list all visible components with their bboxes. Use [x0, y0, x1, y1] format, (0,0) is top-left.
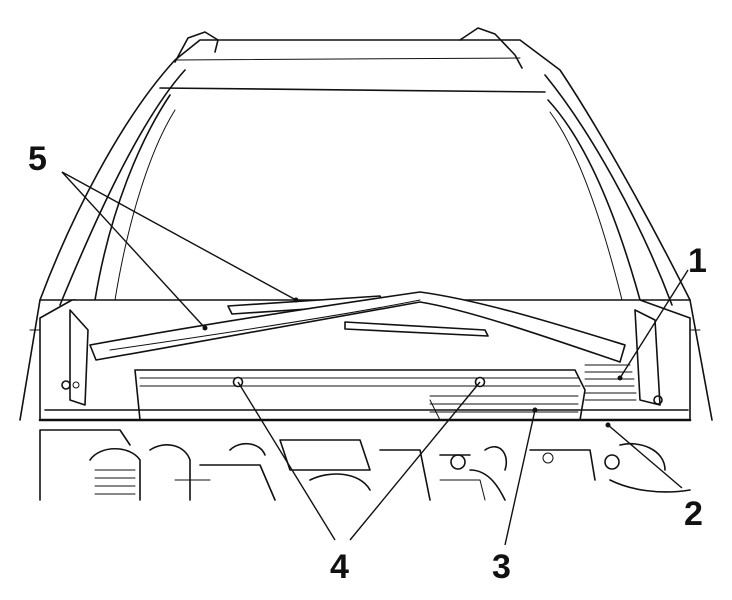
leader-4a — [237, 381, 336, 541]
callout-2: 2 — [684, 495, 703, 533]
callout-1: 1 — [688, 242, 707, 280]
leader-lines — [61, 171, 689, 546]
windshield-frame — [39, 27, 691, 331]
leader-2 — [607, 424, 683, 489]
wiper-arms — [89, 291, 626, 363]
cowl-panel — [38, 299, 692, 422]
callout-5: 5 — [28, 140, 47, 178]
callout-4: 4 — [330, 548, 349, 586]
leader-3 — [504, 409, 536, 546]
leader-1 — [619, 269, 689, 379]
leader-5a — [61, 171, 297, 301]
callout-3: 3 — [492, 548, 511, 586]
engine-bay — [39, 429, 691, 501]
leader-4b — [349, 381, 481, 541]
leader-5b — [61, 171, 206, 329]
callouts: 5 1 2 3 4 — [28, 140, 707, 586]
